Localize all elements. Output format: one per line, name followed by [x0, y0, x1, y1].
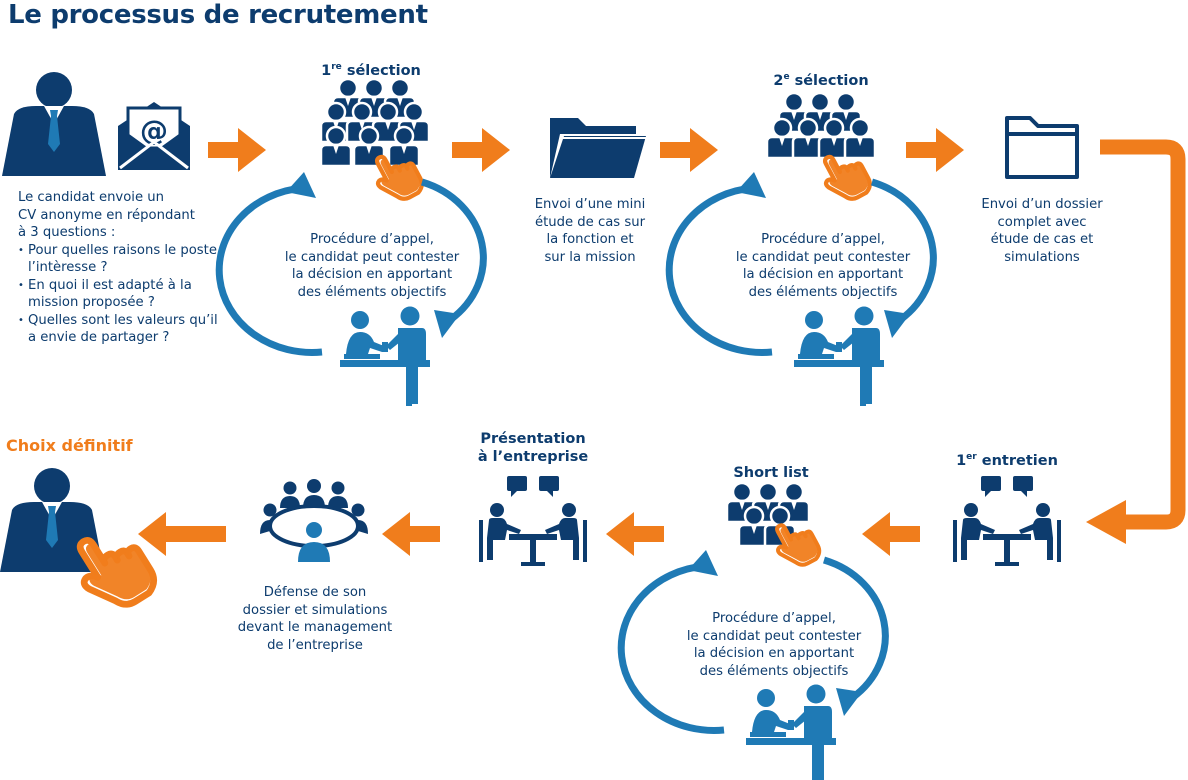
intro-line: à 3 questions : — [18, 225, 116, 240]
arrow-left-icon — [862, 512, 920, 556]
arrow-right-icon — [906, 128, 964, 172]
questions-list: Pour quelles raisons le poste l’intèress… — [18, 242, 228, 347]
arrow-left-icon — [382, 512, 440, 556]
heading-selection-2: 2e sélection — [773, 72, 869, 89]
intro-line: Le candidat envoie un — [18, 190, 164, 205]
arrow-right-icon — [452, 128, 510, 172]
list-item: Quelles sont les valeurs qu’il a envie d… — [18, 312, 228, 347]
page-title: Le processus de recrutement — [8, 0, 428, 30]
cycle-arrow-icon — [665, 172, 937, 356]
appeal-text: Procédure d’appel,le candidat peut conte… — [735, 232, 911, 300]
heading-selection-1: 1re sélection — [321, 62, 421, 79]
conversation-icon — [953, 474, 1061, 568]
cycle-arrow-icon — [617, 550, 889, 734]
person-icon — [2, 72, 106, 176]
arrow-left-icon — [138, 512, 226, 556]
person-icon — [0, 468, 170, 620]
meeting-icon — [340, 306, 430, 406]
heading-short-list: Short list — [733, 465, 809, 481]
intro-line: CV anonyme en répondant — [18, 207, 195, 223]
folder-icon — [1005, 116, 1079, 179]
list-item: Pour quelles raisons le poste l’intèress… — [18, 242, 228, 277]
cycle-arrow-icon — [215, 172, 487, 356]
board-meeting-icon — [260, 479, 368, 562]
conversation-icon — [479, 474, 587, 568]
arrow-right-icon — [660, 128, 718, 172]
list-item: En quoi il est adapté à la mission propo… — [18, 277, 228, 312]
appeal-text: Procédure d’appel,le candidat peut conte… — [284, 232, 460, 300]
heading-choix-definitif: Choix définitif — [6, 436, 133, 455]
meeting-icon — [794, 306, 884, 406]
appeal-text: Procédure d’appel,le candidat peut conte… — [686, 611, 862, 679]
connector-arrow-icon — [1086, 139, 1186, 544]
intro-text: Le candidat envoie un CV anonyme en répo… — [18, 189, 228, 347]
heading-entretien-1: 1er entretien — [956, 452, 1058, 469]
arrow-left-icon — [606, 512, 664, 556]
meeting-icon — [746, 684, 836, 780]
arrow-right-icon — [208, 128, 266, 172]
email-icon: @ — [118, 102, 190, 170]
folder-icon — [550, 118, 646, 178]
